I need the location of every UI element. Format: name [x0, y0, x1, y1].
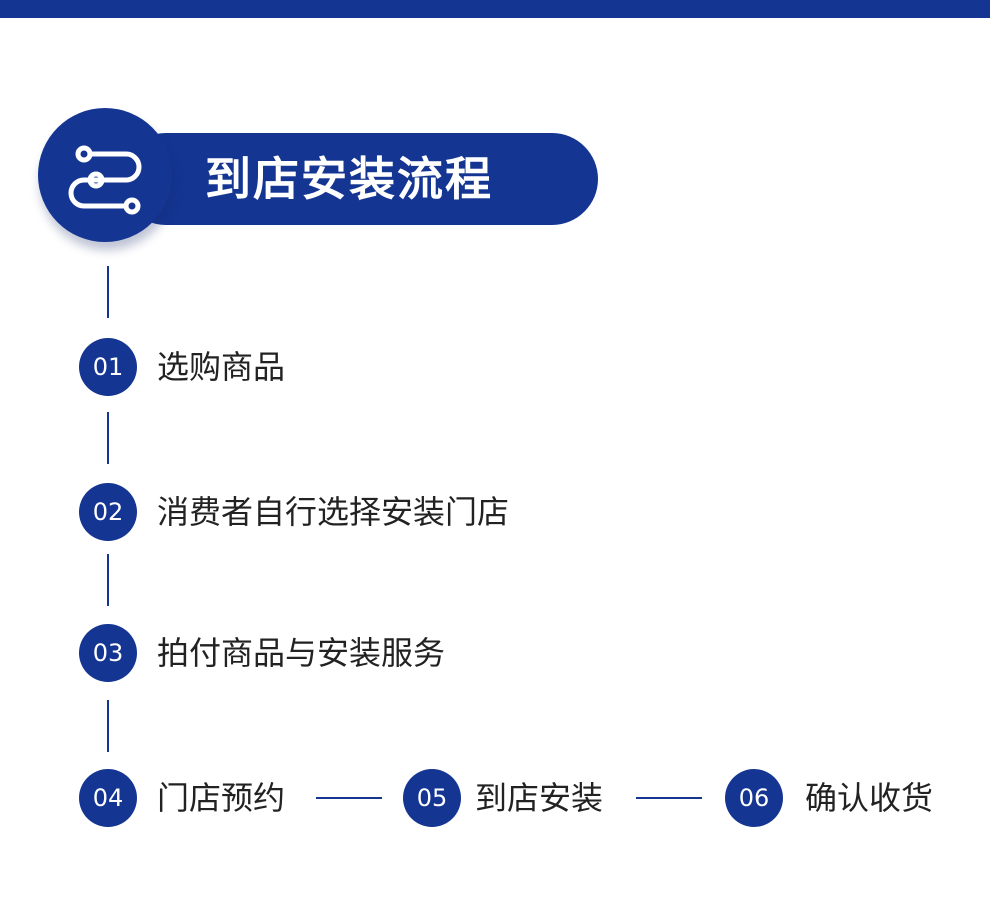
step-label: 选购商品 — [157, 348, 286, 386]
step-number-badge: 01 — [79, 338, 137, 396]
top-accent-bar — [0, 0, 990, 18]
step-number-badge: 03 — [79, 624, 137, 682]
step-number-badge: 06 — [725, 769, 783, 827]
step-label: 消费者自行选择安装门店 — [157, 493, 510, 531]
step-number-badge: 02 — [79, 483, 137, 541]
page-title: 到店安装流程 — [205, 152, 493, 206]
route-icon — [68, 145, 142, 215]
timeline-connector — [636, 797, 702, 799]
step-number-badge: 05 — [403, 769, 461, 827]
step-label: 确认收货 — [805, 779, 934, 817]
timeline-connector — [107, 554, 109, 606]
timeline-connector — [316, 797, 382, 799]
timeline-connector — [107, 412, 109, 464]
step-label: 门店预约 — [157, 779, 286, 817]
step-label: 到店安装 — [475, 779, 604, 817]
header-icon-badge — [38, 108, 172, 242]
step-number-badge: 04 — [79, 769, 137, 827]
timeline-connector — [107, 700, 109, 752]
step-label: 拍付商品与安装服务 — [157, 634, 446, 672]
header-banner — [120, 133, 598, 225]
timeline-connector — [107, 266, 109, 318]
